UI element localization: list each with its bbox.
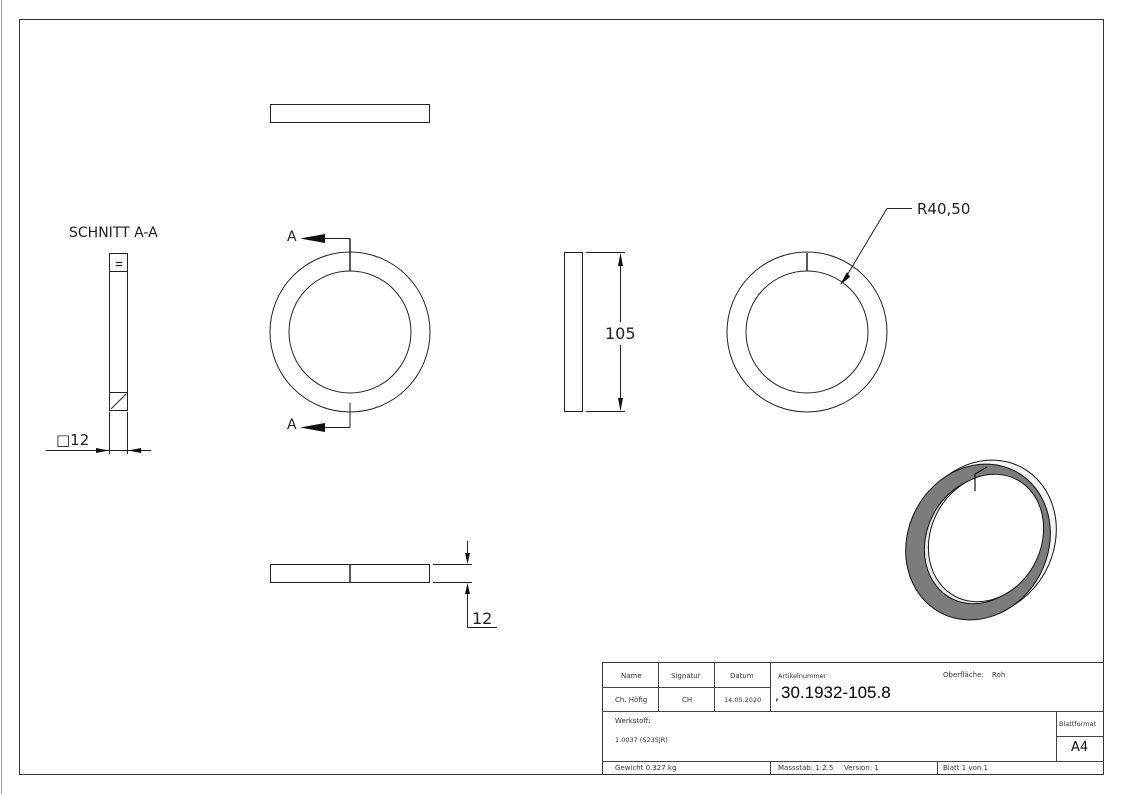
top-view-bar bbox=[270, 104, 430, 123]
datum-header: Datum bbox=[730, 672, 754, 680]
front-view-ring bbox=[269, 238, 431, 428]
datum-value: 14.05.2020 bbox=[724, 696, 762, 704]
name-header: Name bbox=[621, 672, 642, 680]
artikelnummer-label: Artikelnummer bbox=[778, 672, 827, 680]
blattformat-value: A4 bbox=[1071, 740, 1089, 755]
artikelnummer-prefix: , bbox=[775, 689, 779, 703]
werkstoff-value: 1.0037 (S235JR) bbox=[615, 736, 668, 744]
thickness-dimension: 12 bbox=[472, 609, 493, 628]
oberflaeche-value: Roh bbox=[992, 671, 1006, 679]
square-dimension: □12 bbox=[56, 431, 90, 449]
name-value: Ch. Höfig bbox=[615, 696, 648, 704]
drawing-frame bbox=[19, 19, 1104, 775]
section-marker-bottom: A bbox=[287, 417, 297, 433]
section-view bbox=[46, 253, 151, 454]
title-block: Name Signatur Datum Ch. Höfig CH 14.05.2… bbox=[602, 662, 1104, 775]
werkstoff-label: Werkstoff: bbox=[615, 717, 651, 725]
page-edge bbox=[1, 0, 2, 794]
blattformat-label: Blattformat bbox=[1059, 720, 1097, 728]
signatur-value: CH bbox=[682, 696, 693, 704]
blatt: Blatt 1 von 1 bbox=[943, 764, 988, 772]
section-marker-top: A bbox=[287, 229, 297, 245]
radius-dimension: R40,50 bbox=[917, 200, 971, 218]
massstab: Massstab: 1:2.5 bbox=[778, 764, 834, 772]
section-title: SCHNITT A-A bbox=[69, 225, 158, 241]
artikelnummer-value: 30.1932-105.8 bbox=[781, 683, 891, 702]
oberflaeche-label: Oberfläche: bbox=[943, 671, 984, 679]
right-view-ring bbox=[726, 208, 912, 413]
height-dimension: 105 bbox=[605, 324, 636, 343]
bottom-view bbox=[270, 541, 497, 628]
version: Version: 1 bbox=[844, 764, 879, 772]
gewicht: Gewicht 0.327 kg bbox=[615, 764, 677, 772]
isometric-ring-icon bbox=[905, 459, 1057, 621]
signatur-header: Signatur bbox=[671, 672, 701, 680]
